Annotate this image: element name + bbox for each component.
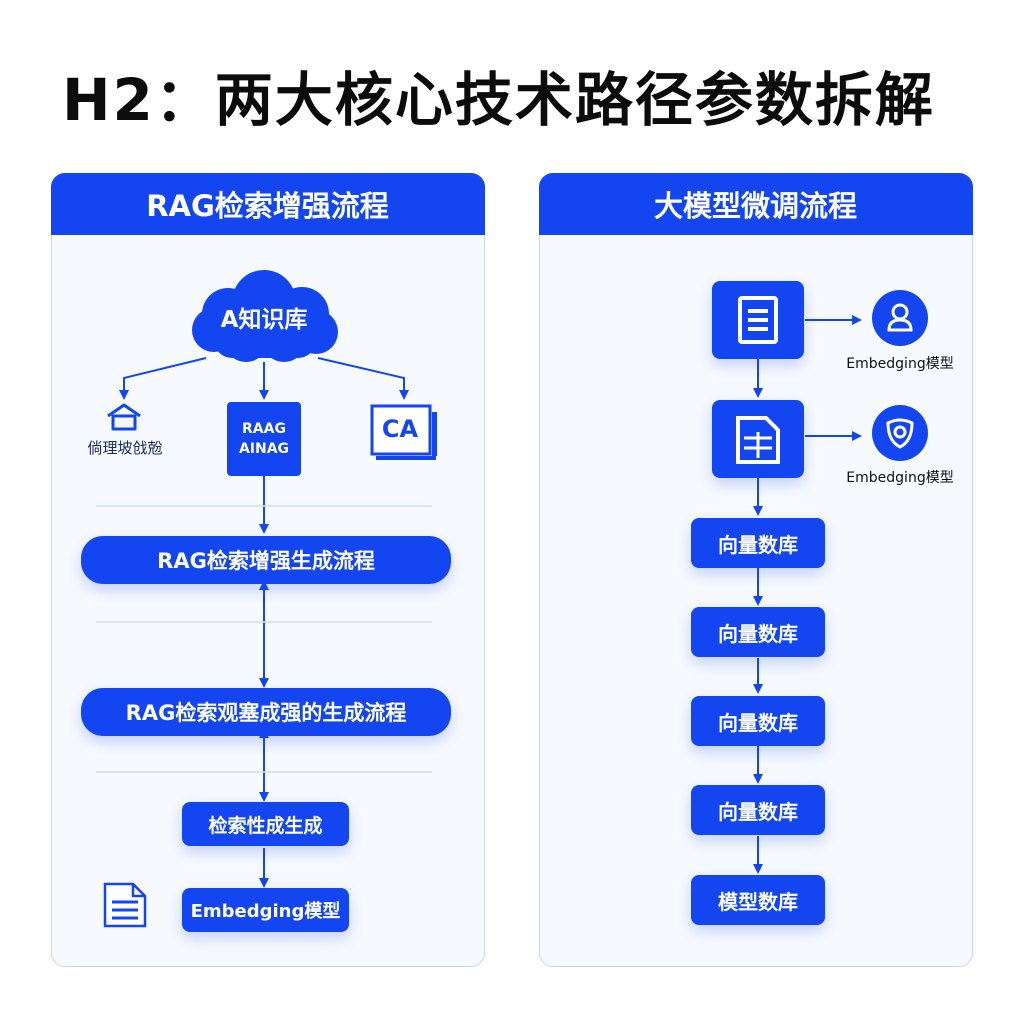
left-node-label: 倘理坡戗兝 <box>87 439 163 457</box>
ca-label: CA <box>381 415 419 443</box>
embedding-label-1: Embedging模型 <box>846 356 954 372</box>
vector-db-step-4: 向量数库 <box>691 785 825 835</box>
user-icon <box>887 303 913 332</box>
home-icon <box>107 403 141 431</box>
document-icon <box>103 882 147 928</box>
rag-step-3: 检索性成生成 <box>182 802 349 846</box>
shield-icon <box>886 418 914 449</box>
rag-step-4: Embedging模型 <box>182 888 349 932</box>
rag-box: RAAG AINAG <box>227 402 301 476</box>
vector-db-step-3: 向量数库 <box>691 696 825 746</box>
document-ca-icon <box>370 404 437 460</box>
sheet-icon-box <box>712 400 804 478</box>
user-icon-badge <box>872 290 928 346</box>
cloud-icon <box>192 270 338 362</box>
shield-icon-badge <box>872 405 928 461</box>
page-title: H2：两大核心技术路径参数拆解 <box>62 66 935 134</box>
rag-box-line2: AINAG <box>238 441 290 457</box>
model-db-step: 模型数库 <box>691 875 825 925</box>
finetune-panel-header: 大模型微调流程 <box>538 172 973 235</box>
knowledge-base-label: A知识库 <box>220 307 308 333</box>
document-lines-icon <box>738 296 778 344</box>
embedding-label-2: Embedging模型 <box>846 470 954 486</box>
vector-db-step-1: 向量数库 <box>691 518 825 568</box>
rag-box-line1: RAAG <box>242 421 286 437</box>
rag-step-1: RAG检索增强生成流程 <box>81 536 451 584</box>
rag-step-2: RAG检索观塞成强的生成流程 <box>81 688 451 736</box>
vector-db-step-2: 向量数库 <box>691 607 825 657</box>
document-icon-box <box>712 281 804 359</box>
rag-panel-header: RAG检索增强流程 <box>50 172 485 235</box>
spreadsheet-icon <box>736 416 780 464</box>
